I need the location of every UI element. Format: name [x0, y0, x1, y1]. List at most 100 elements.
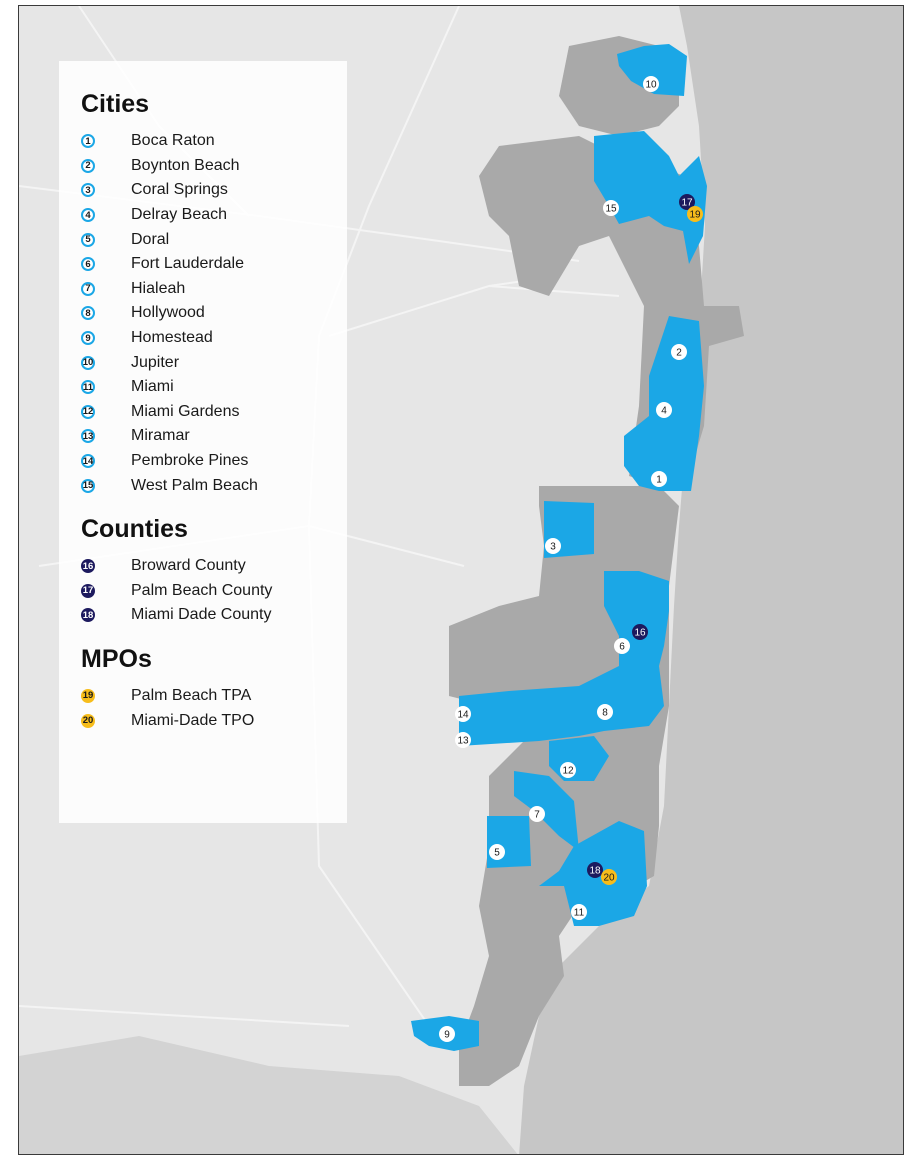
- map-marker-label: 18: [589, 866, 601, 877]
- map-marker-label: 1: [656, 475, 662, 486]
- legend-item-label: Jupiter: [131, 353, 180, 371]
- legend-item-label: Fort Lauderdale: [131, 255, 244, 273]
- legend-item-label: Palm Beach TPA: [131, 686, 252, 704]
- city-marker-icon[interactable]: 14: [455, 706, 471, 722]
- city-marker-icon[interactable]: 2: [671, 344, 687, 360]
- mpo-marker-icon[interactable]: 19: [687, 206, 703, 222]
- city-area-hollywood-pembroke-miramar: [459, 666, 664, 746]
- map-marker-label: 10: [645, 80, 657, 91]
- city-marker-icon[interactable]: 11: [571, 904, 587, 920]
- map-marker-label: 20: [603, 873, 615, 884]
- map-marker-label: 7: [534, 810, 540, 821]
- legend-item-label: Pembroke Pines: [131, 452, 249, 470]
- legend-item: 7 Hialeah: [81, 277, 347, 302]
- map-marker-label: 5: [494, 848, 500, 859]
- mpo-badge-icon: 19: [81, 688, 95, 703]
- legend-item-label: Doral: [131, 230, 170, 248]
- legend-item-label: Delray Beach: [131, 206, 228, 224]
- map-marker-label: 11: [574, 908, 585, 919]
- legend-item: 14 Pembroke Pines: [81, 449, 347, 474]
- map-marker-label: 19: [689, 210, 701, 221]
- city-marker-icon[interactable]: 12: [560, 762, 576, 778]
- city-marker-icon[interactable]: 4: [656, 402, 672, 418]
- legend-item: 5 Doral: [81, 227, 347, 252]
- city-badge-icon: 4: [81, 208, 95, 223]
- legend-title-mpos: MPOs: [81, 644, 152, 673]
- map-marker-label: 4: [661, 406, 667, 417]
- city-marker-icon[interactable]: 6: [614, 638, 630, 654]
- county-marker-icon[interactable]: 16: [632, 624, 648, 640]
- city-marker-icon[interactable]: 7: [529, 806, 545, 822]
- map-marker-label: 3: [550, 542, 556, 553]
- map-marker-label: 6: [619, 642, 625, 653]
- legend-item: 10 Jupiter: [81, 350, 347, 375]
- city-marker-icon[interactable]: 1: [651, 471, 667, 487]
- city-badge-icon: 12: [81, 404, 95, 419]
- city-badge-icon: 5: [81, 232, 95, 247]
- city-badge-icon: 7: [81, 281, 95, 296]
- city-badge-icon: 8: [81, 306, 95, 321]
- map-marker-label: 17: [681, 198, 693, 209]
- legend-title-counties: Counties: [81, 514, 188, 543]
- map-marker-label: 14: [457, 710, 469, 721]
- legend-title-cities: Cities: [81, 90, 150, 118]
- legend-item: 19 Palm Beach TPA: [81, 684, 347, 709]
- mpo-marker-icon[interactable]: 20: [601, 869, 617, 885]
- city-badge-icon: 14: [81, 454, 95, 469]
- legend-item: 4 Delray Beach: [81, 203, 347, 228]
- legend-item: 16 Broward County: [81, 554, 347, 579]
- map-marker-label: 2: [676, 348, 682, 359]
- city-marker-icon[interactable]: 13: [455, 732, 471, 748]
- city-area-doral: [487, 816, 531, 868]
- legend-item-label: Boca Raton: [131, 132, 215, 150]
- legend-item-label: Hollywood: [131, 304, 205, 322]
- county-badge-icon: 17: [81, 583, 95, 598]
- legend-item-label: Broward County: [131, 557, 246, 575]
- ocean-area: [519, 6, 903, 1154]
- map-marker-label: 16: [634, 628, 646, 639]
- city-area-hialeah: [514, 771, 579, 851]
- city-badge-icon: 13: [81, 429, 95, 444]
- county-badge-icon: 16: [81, 559, 95, 574]
- city-marker-icon[interactable]: 9: [439, 1026, 455, 1042]
- city-marker-icon[interactable]: 10: [643, 76, 659, 92]
- legend-item-label: Palm Beach County: [131, 581, 273, 599]
- map-marker-label: 8: [602, 708, 608, 719]
- legend-item: 9 Homestead: [81, 326, 347, 351]
- county-marker-icon[interactable]: 18: [587, 862, 603, 878]
- legend-item-label: West Palm Beach: [131, 476, 258, 494]
- legend-item-label: Miami Dade County: [131, 606, 272, 624]
- city-badge-icon: 10: [81, 355, 95, 370]
- map-marker-label: 12: [562, 766, 574, 777]
- city-badge-icon: 2: [81, 158, 95, 173]
- mpo-badge-icon: 20: [81, 713, 95, 728]
- map-marker-label: 9: [444, 1030, 450, 1041]
- map-marker-label: 13: [457, 736, 469, 747]
- map-marker-label: 15: [605, 204, 617, 215]
- city-marker-icon[interactable]: 15: [603, 200, 619, 216]
- legend-item-label: Miami: [131, 378, 174, 396]
- city-marker-icon[interactable]: 5: [489, 844, 505, 860]
- city-area-west-palm-beach: [594, 131, 707, 264]
- city-marker-icon[interactable]: 3: [545, 538, 561, 554]
- city-marker-icon[interactable]: 8: [597, 704, 613, 720]
- legend-item-label: Homestead: [131, 329, 213, 347]
- legend-item-label: Miami Gardens: [131, 402, 240, 420]
- city-badge-icon: 11: [81, 380, 95, 395]
- city-badge-icon: 9: [81, 331, 95, 346]
- legend-item: 12 Miami Gardens: [81, 400, 347, 425]
- legend-item-label: Hialeah: [131, 279, 186, 297]
- legend-item-label: Coral Springs: [131, 181, 228, 199]
- county-marker-icon[interactable]: 17: [679, 194, 695, 210]
